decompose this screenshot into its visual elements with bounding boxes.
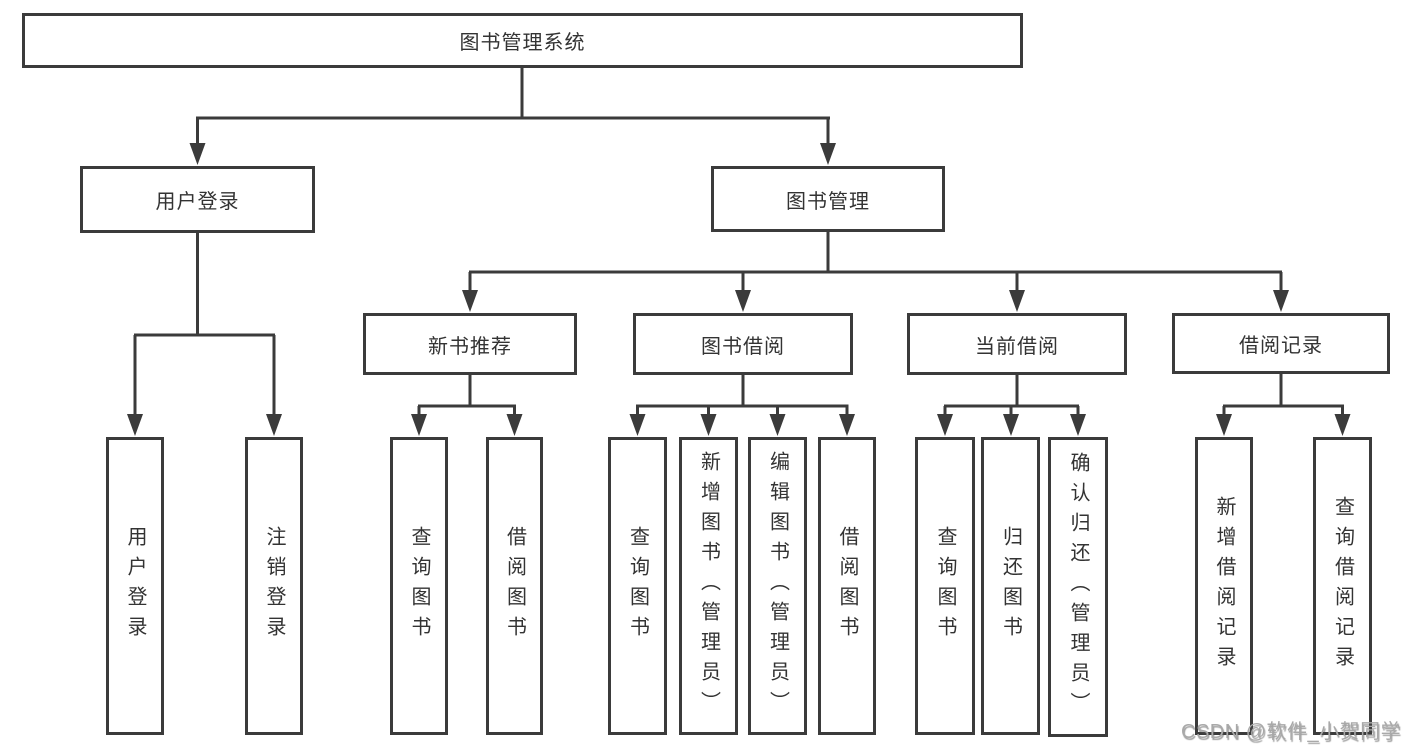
node-root: 图书管理系统 [22,13,1023,68]
node-label: 确认归还（管理员） [1067,452,1089,722]
group-borrow-records: 借阅记录 [1172,313,1390,374]
node-label: 图书管理 [786,190,870,213]
leaf-logout: 注销登录 [245,437,303,735]
branch-book-management: 图书管理 [711,166,945,232]
watermark: CSDN @软件_小贺同学 [1181,721,1402,743]
leaf-query-books-1: 查询图书 [390,437,448,735]
node-label: 用户登录 [155,191,240,213]
leaf-user-login: 用户登录 [106,437,164,735]
leaf-borrow-books-1: 借阅图书 [486,437,543,735]
leaf-query-books-2: 查询图书 [608,437,667,735]
node-label: 归还图书 [999,526,1022,646]
leaf-edit-book-admin: 编辑图书（管理员） [748,437,807,735]
leaf-query-borrow-record: 查询借阅记录 [1313,437,1372,735]
group-book-borrow: 图书借阅 [633,313,853,375]
node-label: 新书推荐 [428,335,512,358]
node-label: 用户登录 [124,526,146,646]
group-new-book-recommend: 新书推荐 [363,313,577,375]
leaf-return-book: 归还图书 [981,437,1040,735]
node-label: 新增借阅记录 [1213,496,1235,676]
leaf-add-book-admin: 新增图书（管理员） [679,437,738,735]
node-label: 新增图书（管理员） [697,451,720,721]
node-label: 查询借阅记录 [1331,496,1354,676]
node-label: 查询图书 [934,526,956,646]
leaf-add-borrow-record: 新增借阅记录 [1195,437,1253,735]
leaf-query-books-3: 查询图书 [915,437,975,735]
node-label: 图书借阅 [701,335,785,358]
node-label: 借阅记录 [1239,335,1323,357]
leaf-confirm-return-admin: 确认归还（管理员） [1048,437,1108,737]
node-label: 借阅图书 [836,526,858,646]
node-label: 当前借阅 [975,335,1059,358]
node-label: 查询图书 [626,526,649,646]
group-current-borrow: 当前借阅 [907,313,1127,375]
node-label: 编辑图书（管理员） [766,451,789,721]
connector-lines [133,66,1344,418]
leaf-borrow-books-2: 借阅图书 [818,437,876,735]
node-label: 注销登录 [263,526,285,646]
node-label: 借阅图书 [503,526,526,646]
branch-user-login: 用户登录 [80,166,315,233]
node-label: 图书管理系统 [459,32,586,54]
node-label: 查询图书 [408,526,430,646]
